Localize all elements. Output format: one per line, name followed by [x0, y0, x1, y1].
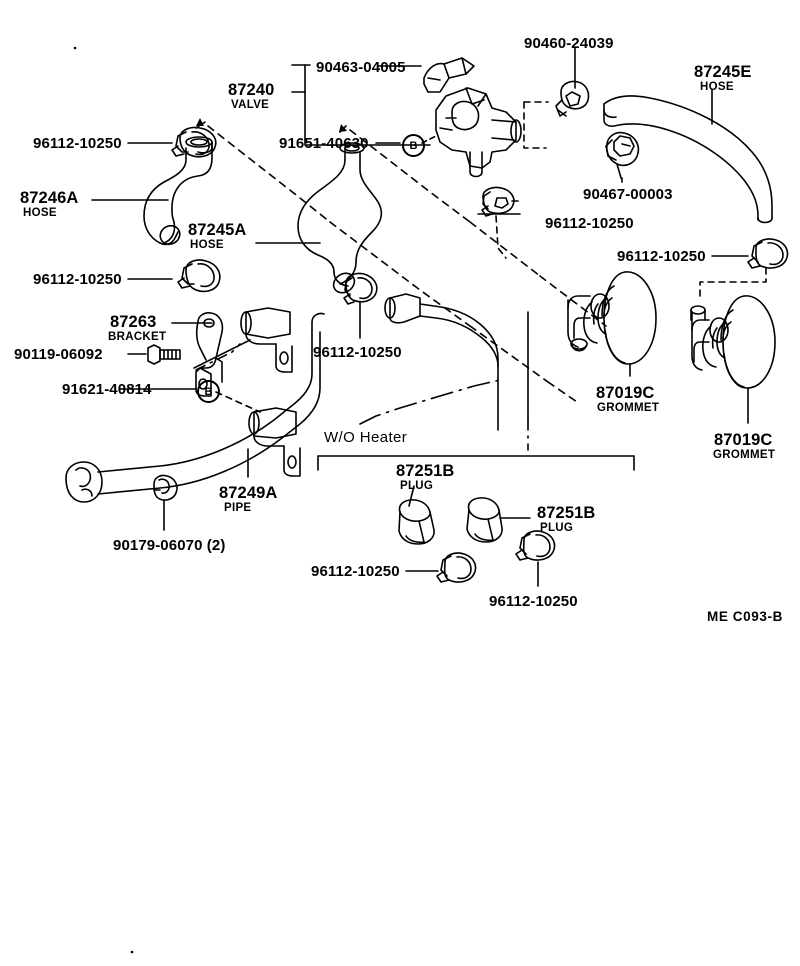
part-90179-06070-shape [153, 474, 178, 501]
leader-87251B-a [408, 485, 415, 507]
part-label-90463-04005[interactable]: 90463-04005 [316, 59, 406, 76]
part-label-87263[interactable]: 87263 [110, 313, 157, 331]
part-label-90119-06092[interactable]: 90119-06092 [14, 346, 103, 363]
part-90119-06092-bolt [147, 344, 181, 365]
part-label-87245E[interactable]: 87245E [694, 63, 752, 81]
bracket-pointer [193, 339, 251, 369]
callout-mark-b-1[interactable]: B [402, 134, 425, 157]
part-label-91621-40814[interactable]: 91621-40814 [62, 381, 152, 398]
part-87245A-hose-shape [297, 142, 383, 294]
dashed-link-d [699, 267, 767, 301]
part-label-96112-10250-b[interactable]: 96112-10250 [545, 215, 634, 232]
part-90463-04005-shape [378, 57, 475, 93]
part-label-87251B-b[interactable]: 87251B [537, 504, 596, 522]
part-87245E-hose-shape [603, 95, 773, 224]
valve-group-bracket [291, 64, 431, 146]
dashdot-heater-boundary-3 [359, 379, 501, 425]
part-90467-00003-shape [605, 131, 640, 183]
clamp-96112-pipe [343, 272, 378, 305]
dashed-link-a [207, 125, 331, 223]
part-label-91651-40630[interactable]: 91651-40630 [279, 135, 369, 152]
clamp-96112-center [481, 186, 519, 217]
part-label-90179-06070[interactable]: 90179-06070 (2) [113, 537, 226, 554]
part-label-87246A[interactable]: 87246A [20, 189, 79, 207]
dashed-link-bracket [215, 391, 261, 413]
part-87251B-plug-1 [398, 499, 435, 545]
part-87251B-plug-2 [466, 497, 503, 543]
part-sublabel-87251B-a: PLUG [400, 480, 434, 492]
scan-dot-2 [130, 950, 134, 954]
part-sublabel-87246A: HOSE [23, 207, 57, 219]
part-sublabel-87019C-a: GROMMET [597, 402, 660, 414]
part-87240-valve-shape [435, 87, 522, 178]
part-sublabel-87263: BRACKET [108, 331, 167, 343]
part-label-96112-10250-f[interactable]: 96112-10250 [311, 563, 400, 580]
part-label-87240[interactable]: 87240 [228, 81, 275, 99]
sheet-code: ME C093-B [707, 609, 783, 624]
clamp-96112-top-left [171, 126, 217, 158]
part-87249A-pipe-shape [65, 307, 325, 503]
dashed-link-c [495, 215, 507, 259]
part-sublabel-87245E: HOSE [700, 81, 734, 93]
part-87246A-hose-shape [143, 136, 213, 246]
part-87019C-grommet-1 [567, 271, 657, 365]
part-label-87245A[interactable]: 87245A [188, 221, 247, 239]
part-label-96112-10250-e[interactable]: 96112-10250 [313, 344, 402, 361]
part-label-87249A[interactable]: 87249A [219, 484, 278, 502]
part-sublabel-87240: VALVE [231, 99, 270, 111]
pipe-outlet-stub [384, 293, 529, 419]
part-sublabel-87019C-b: GROMMET [713, 449, 776, 461]
part-label-96112-10250-c[interactable]: 96112-10250 [33, 271, 122, 288]
wo-heater-bracket [317, 455, 635, 471]
clamp-96112-left-2 [177, 259, 221, 293]
part-label-96112-10250-d[interactable]: 96112-10250 [617, 248, 706, 265]
callout-mark-b-2[interactable]: B [197, 380, 220, 403]
part-90460-24039-shape [555, 47, 590, 117]
part-label-87019C-a[interactable]: 87019C [596, 384, 655, 402]
part-sublabel-87249A: PIPE [224, 502, 252, 514]
part-label-96112-10250-a[interactable]: 96112-10250 [33, 135, 122, 152]
part-label-90460-24039[interactable]: 90460-24039 [524, 35, 614, 52]
clamp-96112-bottom-1 [436, 552, 477, 583]
part-label-87251B-a[interactable]: 87251B [396, 462, 455, 480]
clamp-96112-right [747, 238, 789, 269]
dashed-valve-assembly-box [523, 101, 547, 149]
clamp-96112-bottom-2 [515, 530, 556, 561]
group-label-wo-heater: W/O Heater [324, 429, 408, 446]
part-label-90467-00003[interactable]: 90467-00003 [583, 186, 673, 203]
scan-dot [73, 46, 77, 50]
part-sublabel-87251B-b: PLUG [540, 522, 574, 534]
dashed-link-b [349, 129, 471, 223]
part-label-87019C-b[interactable]: 87019C [714, 431, 773, 449]
callout-letter: B [409, 139, 418, 152]
callout-letter: B [204, 385, 213, 398]
part-label-96112-10250-g[interactable]: 96112-10250 [489, 593, 578, 610]
part-sublabel-87245A: HOSE [190, 239, 224, 251]
part-87019C-grommet-2 [690, 295, 776, 389]
